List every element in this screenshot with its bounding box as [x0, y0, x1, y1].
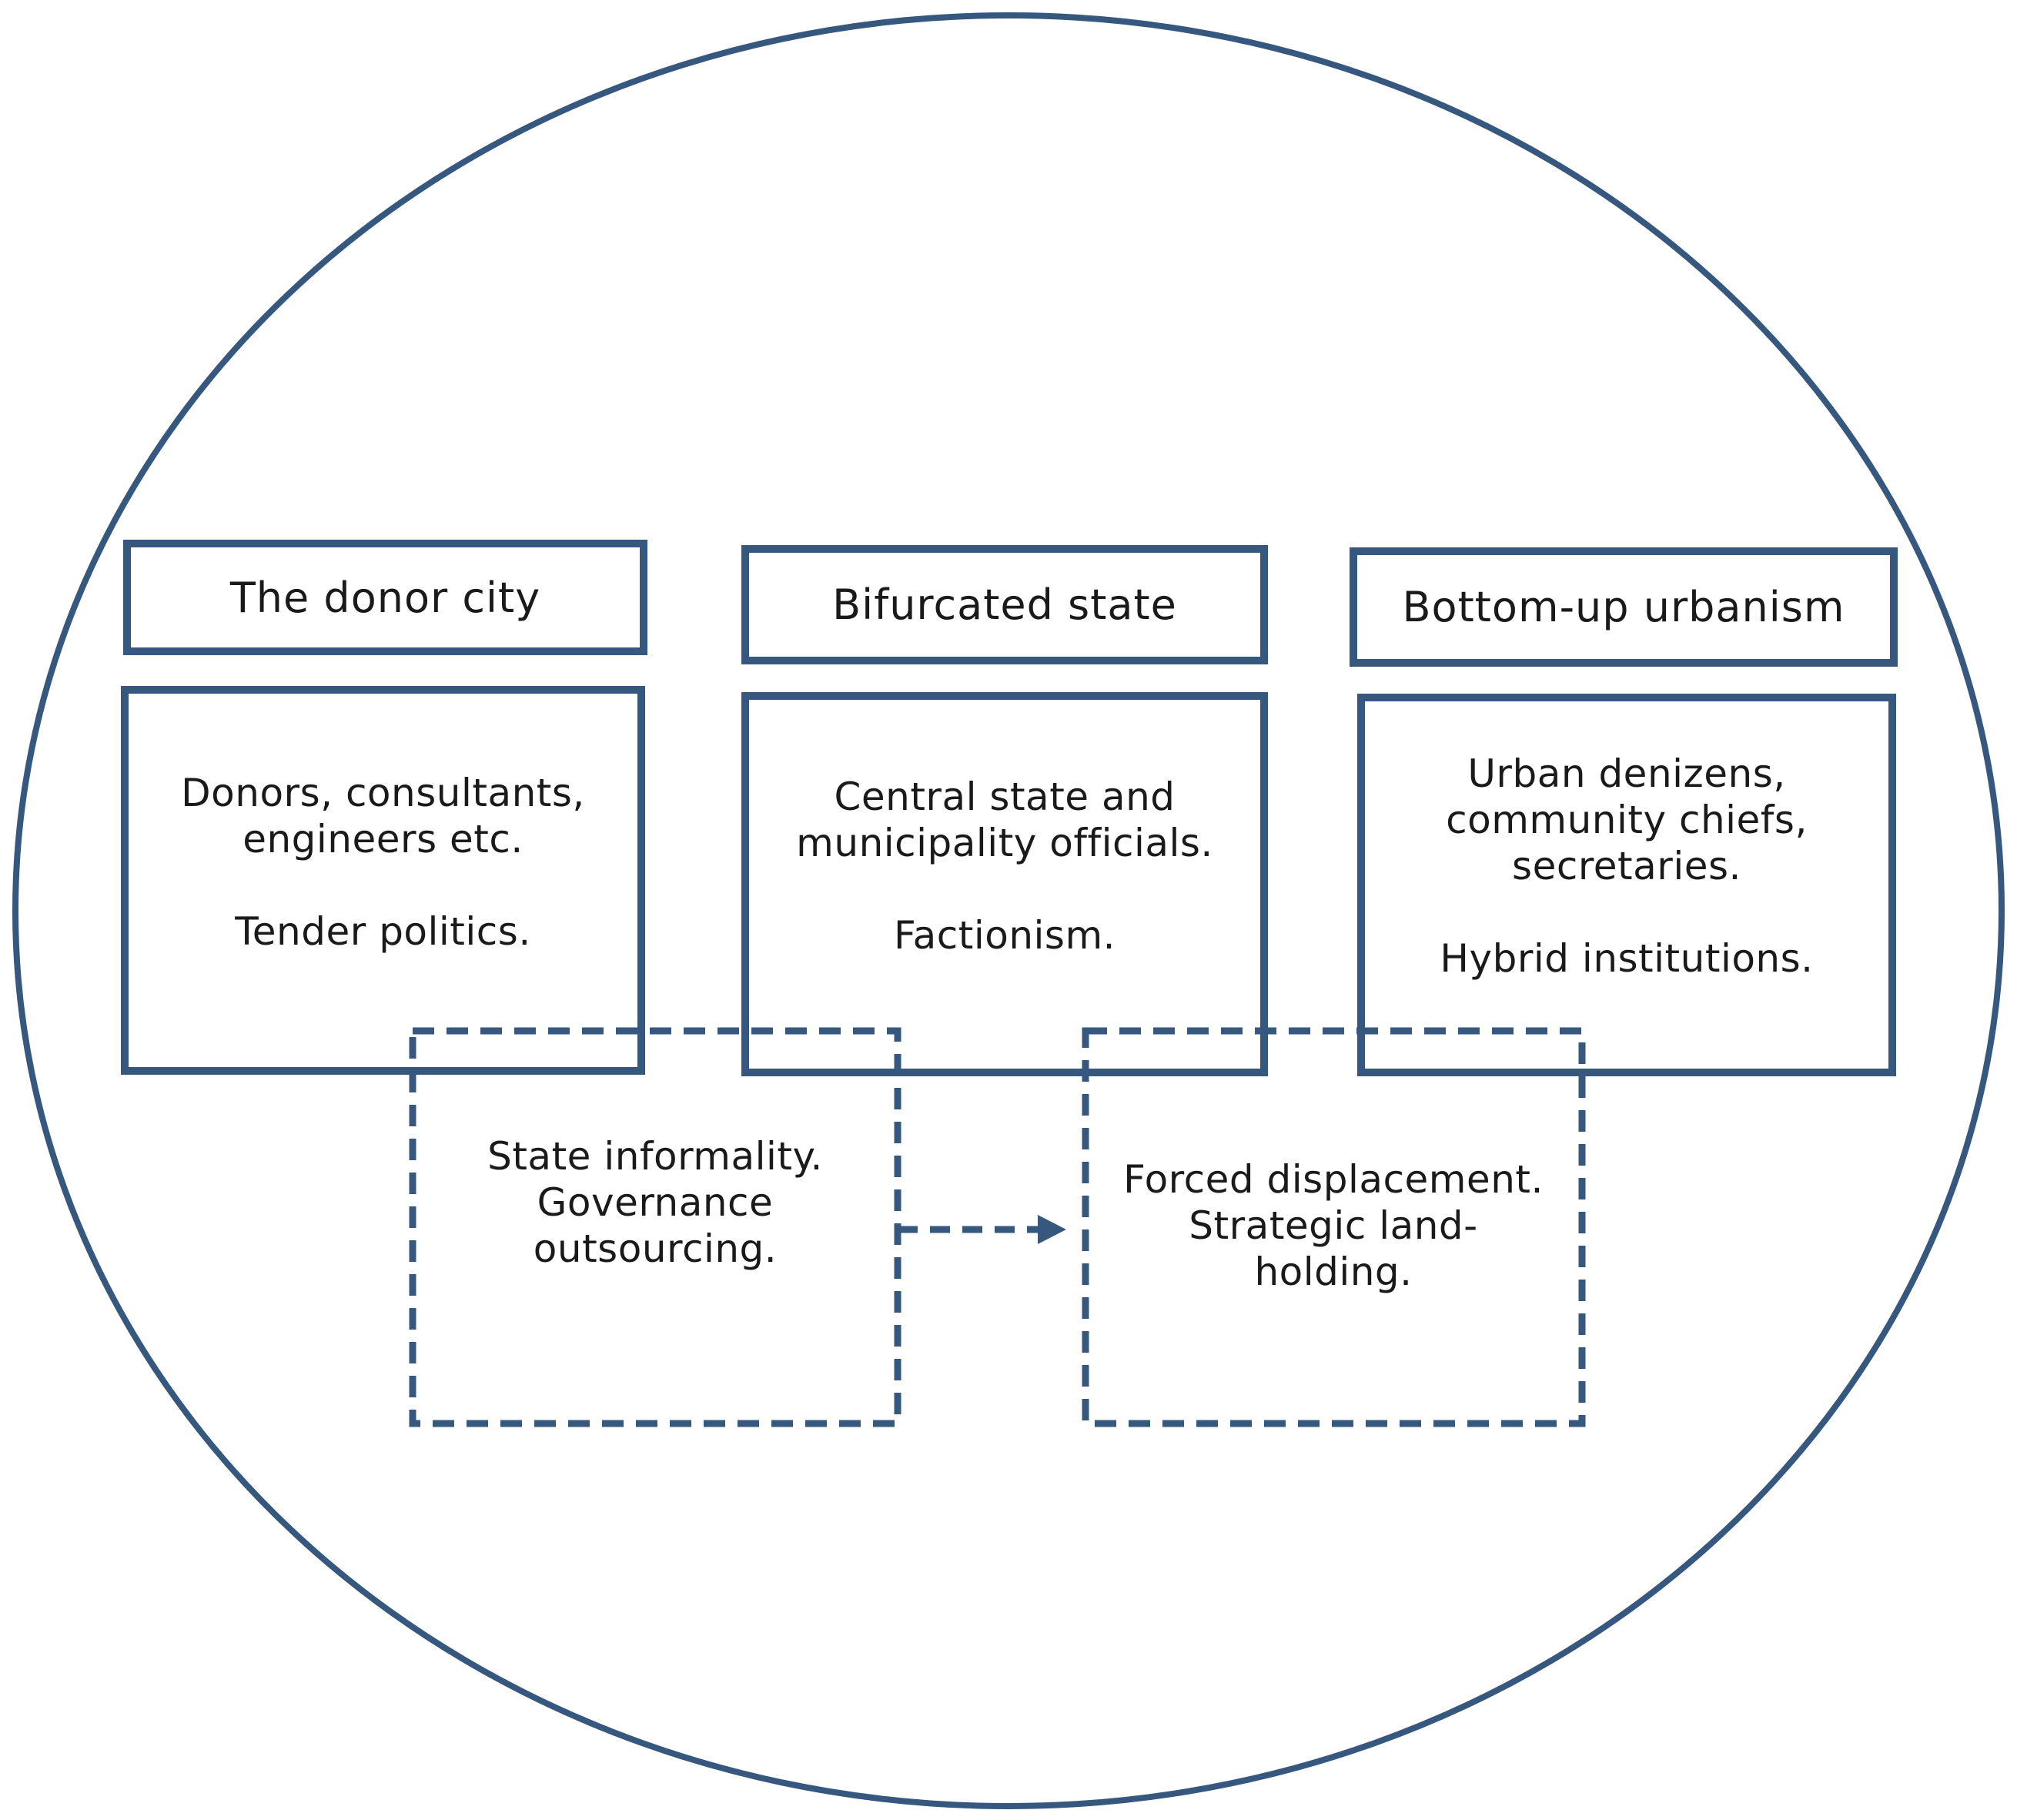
- detail-bifurcated-state: Central state and municipality officials…: [749, 774, 1260, 989]
- detail-donor-city-line2: engineers etc.: [243, 817, 523, 861]
- detail-donor-city: Donors, consultants, engineers etc. Tend…: [129, 770, 637, 985]
- header-bottom-up: Bottom-up urbanism: [1357, 555, 1890, 659]
- header-box-donor-city: [123, 540, 647, 655]
- overlap-state-informality: State informality. Governance outsourcin…: [420, 1133, 891, 1287]
- detail-bottom-up-line3: secretaries.: [1512, 844, 1741, 888]
- header-donor-city-label: The donor city: [229, 573, 541, 622]
- arrow-head-icon: [1038, 1215, 1066, 1244]
- detail-bottom-up: Urban denizens, community chiefs, secret…: [1365, 751, 1888, 1012]
- detail-bifurcated-state-line3: Factionism.: [893, 913, 1116, 958]
- detail-donor-city-line3: Tender politics.: [235, 909, 531, 954]
- header-bottom-up-label: Bottom-up urbanism: [1402, 583, 1845, 631]
- detail-bottom-up-line2: community chiefs,: [1446, 798, 1808, 842]
- header-donor-city: The donor city: [131, 547, 640, 647]
- header-bifurcated-state-label: Bifurcated state: [832, 580, 1177, 629]
- detail-box-donor-city: [121, 686, 645, 1075]
- enclosing-ellipse: [12, 12, 2005, 1809]
- overlap-state-informality-line1: State informality.: [487, 1134, 823, 1179]
- header-box-bottom-up: [1350, 547, 1898, 667]
- detail-box-bifurcated-state: [741, 692, 1268, 1076]
- header-bifurcated-state: Bifurcated state: [749, 553, 1260, 657]
- overlap-state-informality-line3: outsourcing.: [533, 1226, 778, 1271]
- overlap-forced-displacement-line2: Strategic land-: [1189, 1203, 1478, 1248]
- detail-box-bottom-up: [1357, 694, 1896, 1076]
- overlap-forced-displacement-line1: Forced displacement.: [1123, 1157, 1544, 1202]
- overlap-box-forced-displacement: [1082, 1027, 1586, 1427]
- detail-bottom-up-line1: Urban denizens,: [1467, 751, 1786, 796]
- detail-bifurcated-state-line2: municipality officials.: [796, 821, 1213, 865]
- overlap-state-informality-line2: Governance: [537, 1180, 774, 1225]
- overlap-forced-displacement: Forced displacement. Strategic land- hol…: [1092, 1156, 1575, 1310]
- detail-donor-city-line1: Donors, consultants,: [181, 771, 585, 815]
- header-box-bifurcated-state: [741, 545, 1268, 664]
- detail-bifurcated-state-line1: Central state and: [834, 775, 1176, 819]
- detail-bottom-up-line4: Hybrid institutions.: [1440, 936, 1814, 981]
- overlap-forced-displacement-line3: holding.: [1254, 1250, 1413, 1294]
